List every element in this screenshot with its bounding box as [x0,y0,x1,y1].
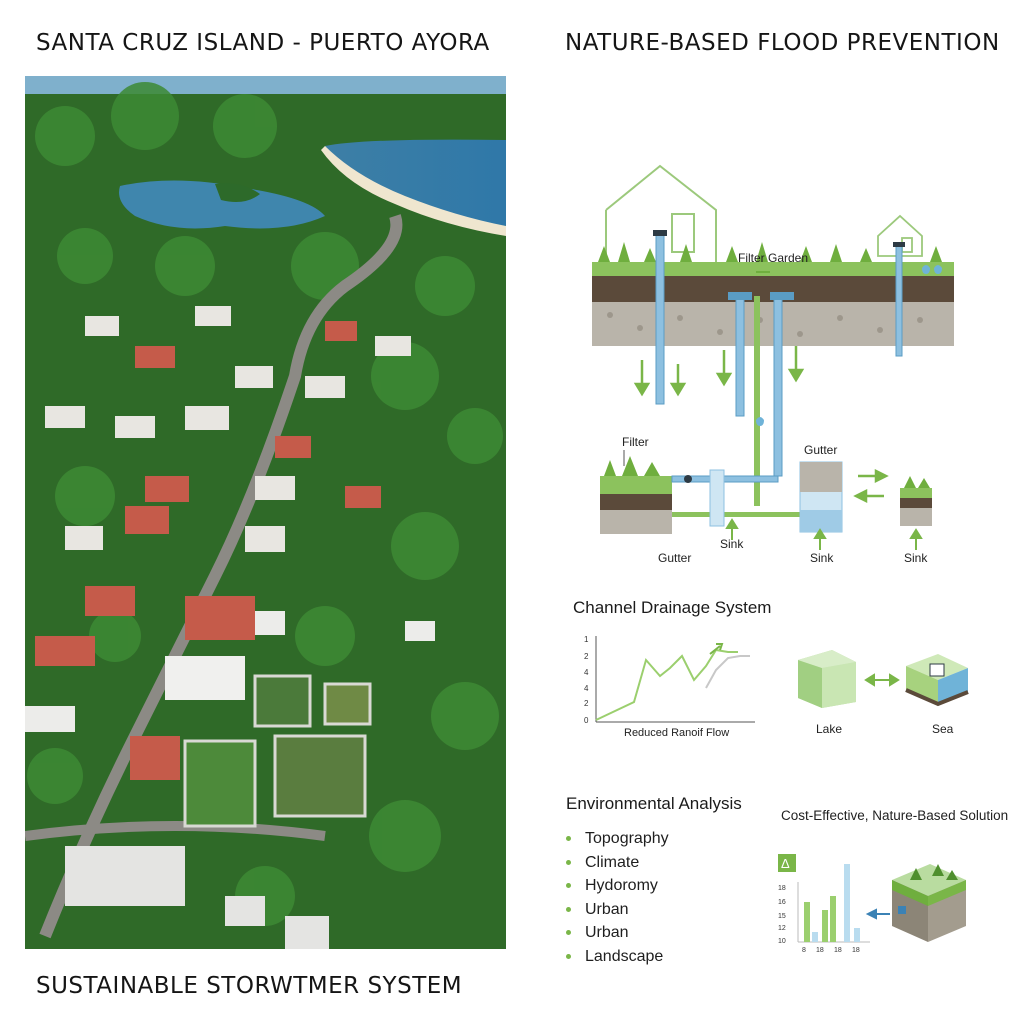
left-title: SANTA CRUZ ISLAND - PUERTO AYORA [36,30,490,56]
cost-y-tick: 18 [778,885,786,892]
lake-label: Lake [816,722,842,736]
cost-bar [844,864,850,942]
delta-badge-label: Δ [781,856,790,871]
cost-bar [804,902,810,942]
sink-label-2: Sink [810,551,834,565]
aerial-photo [25,76,506,949]
channel-title: Channel Drainage System [573,598,772,617]
filter-block [600,456,672,534]
list-item: Topography [566,827,669,851]
list-item: Landscape [566,945,669,969]
collector-column [709,469,725,527]
downpipe-left [655,233,665,405]
bullet-icon [566,883,571,889]
runoff-tick: 2 [584,652,589,661]
cost-y-tick: 10 [778,938,786,945]
cost-x-tick: 18 [816,947,824,954]
runoff-tick: 4 [584,684,589,693]
left-arrow-icon [865,908,890,920]
list-item: Urban [566,921,669,945]
cost-x-tick: 8 [802,947,806,954]
runoff-chart: 1 2 4 4 2 0 Reduced Ranoif Flow [584,635,755,739]
bullet-icon [566,930,571,936]
flood-diagram: Filter Garden Filter Gutter [592,164,954,565]
green-roof-block-icon [892,864,966,942]
gutter-label-top: Gutter [804,443,837,457]
filter-label: Filter [622,435,649,449]
runoff-line [595,648,738,721]
cost-y-tick: 12 [778,925,786,932]
list-item: Urban [566,898,669,922]
sink-label-1: Sink [720,537,744,551]
cost-bar [812,932,818,942]
sea-icon [905,654,969,707]
bullet-icon [566,906,571,912]
sea-label: Sea [932,722,954,736]
bullet-icon [566,836,571,842]
cost-chart: Δ 18 16 15 12 10 8 18 18 18 [778,854,966,954]
environmental-title: Environmental Analysis [566,794,742,813]
cost-x-tick: 18 [834,947,842,954]
list-item: Climate [566,851,669,875]
aerial-photo-illustration [25,76,506,949]
filter-garden-label: Filter Garden [738,251,808,265]
grass-layer [592,262,954,276]
cost-x-tick: 18 [852,947,860,954]
runoff-tick: 2 [584,699,589,708]
cost-y-tick: 15 [778,913,786,920]
gutter-tank [799,461,843,533]
list-item: Hydoromy [566,874,669,898]
runoff-tick: 0 [584,716,589,725]
cost-bar [854,928,860,942]
runoff-tick: 1 [584,635,589,644]
sink-block [900,476,932,526]
cost-bar [822,910,828,942]
downpipe-right [895,245,903,357]
bullet-icon [566,859,571,865]
bullet-icon [566,953,571,959]
environmental-list: Topography Climate Hydoromy Urban Urban … [566,827,669,968]
cost-y-tick: 16 [778,899,786,906]
bottom-title: SUSTAINABLE STORWTMER SYSTEM [36,973,463,999]
bidirectional-arrow-icon [864,673,900,687]
lake-icon [798,650,856,708]
right-title: NATURE-BASED FLOOD PREVENTION [565,30,1000,56]
sink-label-3: Sink [904,551,928,565]
cost-title: Cost-Effective, Nature-Based Solution [781,808,1009,823]
runoff-tick: 4 [584,668,589,677]
cost-bar [830,896,836,942]
runoff-caption: Reduced Ranoif Flow [624,727,729,739]
lake-sea-icons: Lake Sea [798,650,969,736]
gravel-layer [592,302,954,346]
runoff-line-secondary [705,655,750,689]
gutter-label-bottom: Gutter [658,551,691,565]
delta-badge [778,854,796,872]
